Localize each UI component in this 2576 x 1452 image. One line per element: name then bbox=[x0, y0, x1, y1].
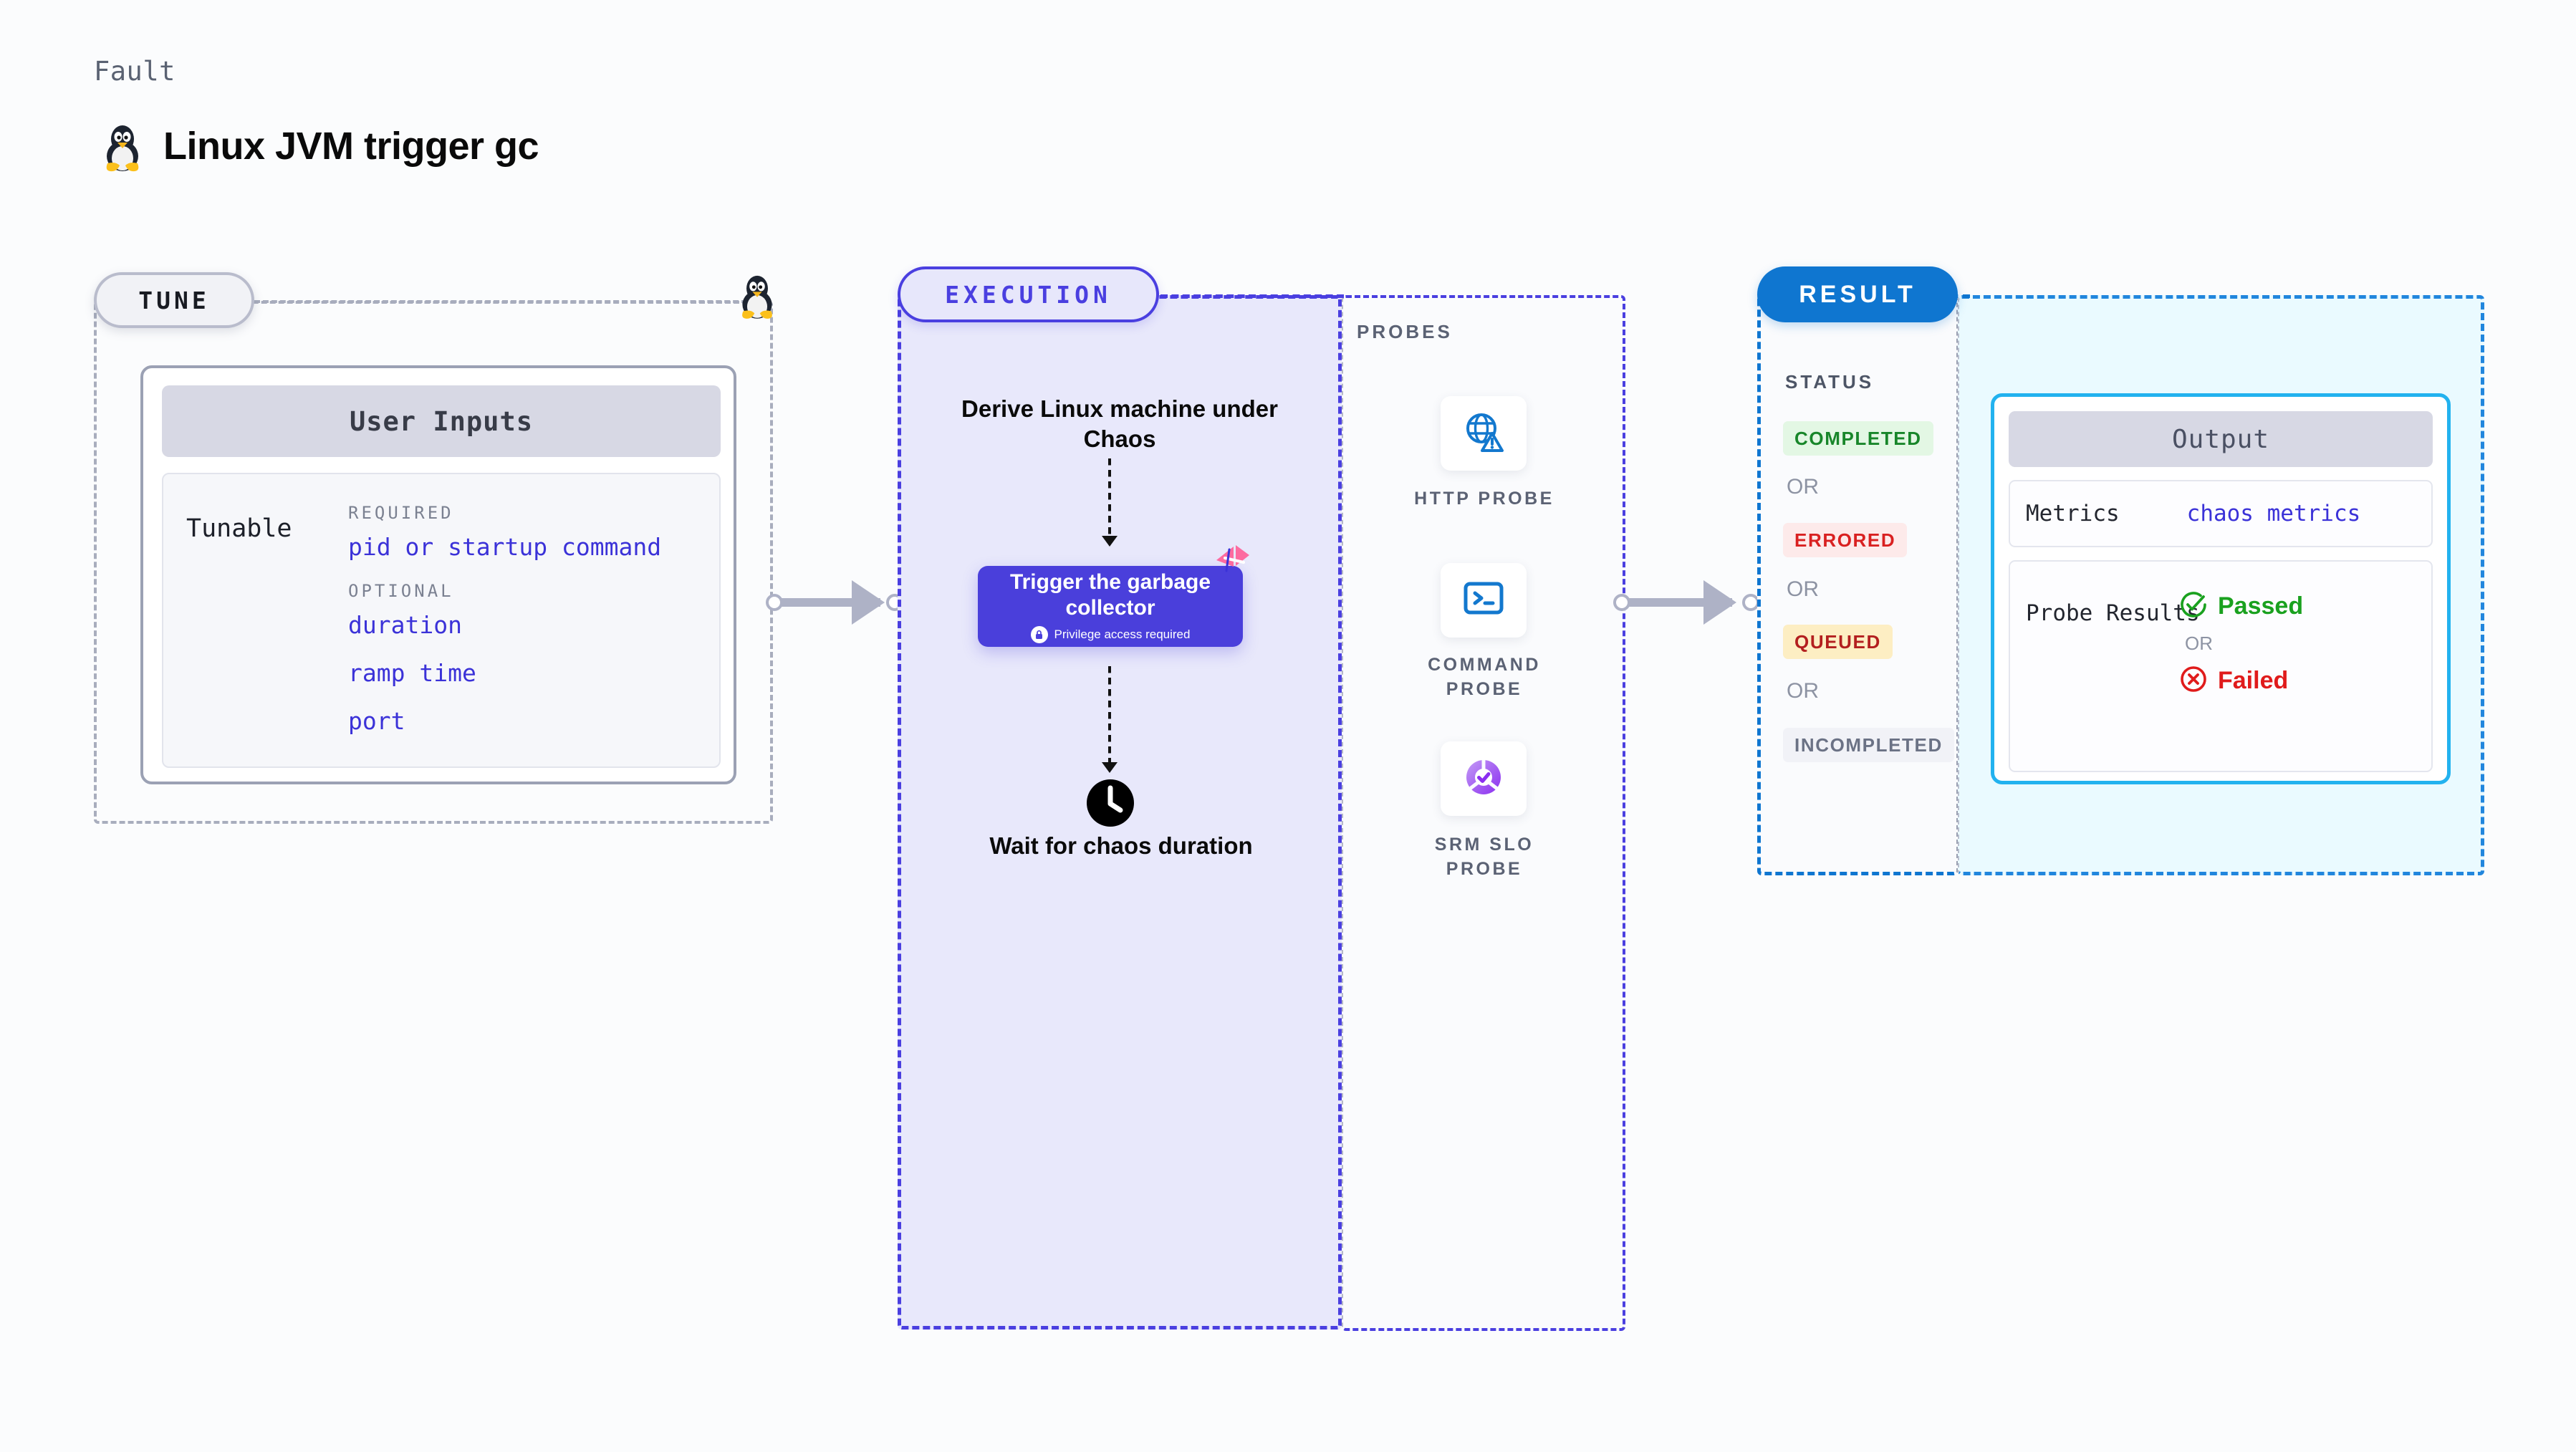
probe-card-http[interactable] bbox=[1441, 396, 1527, 471]
result-panel bbox=[1757, 295, 1958, 875]
metrics-value[interactable]: chaos metrics bbox=[2186, 501, 2361, 527]
status-badge-queued: QUEUED bbox=[1783, 625, 1893, 659]
connector-tune-to-execution bbox=[766, 580, 906, 625]
status-badge-incompleted: INCOMPLETED bbox=[1783, 728, 1954, 762]
probe-card-srm-slo[interactable] bbox=[1441, 741, 1527, 816]
execution-action-card[interactable]: Trigger the garbage collector Privilege … bbox=[978, 566, 1243, 647]
probe-results-label: Probe Results bbox=[2026, 600, 2200, 626]
globe-warning-icon bbox=[1461, 409, 1506, 458]
arrow-derive-to-action bbox=[1108, 458, 1111, 539]
tunable-label: Tunable bbox=[186, 514, 292, 543]
probe-result-failed: Failed bbox=[2179, 665, 2303, 697]
output-header: Output bbox=[2009, 411, 2433, 467]
status-or-2: OR bbox=[1787, 577, 1819, 601]
tune-node-tux-penguin-icon bbox=[736, 271, 778, 323]
chaos-ribbon-icon bbox=[1212, 542, 1252, 586]
field-port[interactable]: port bbox=[348, 707, 405, 735]
required-group-label: REQUIRED bbox=[348, 503, 454, 523]
probe-results-values: Passed OR Failed bbox=[2179, 590, 2303, 697]
probe-result-or: OR bbox=[2185, 633, 2213, 654]
user-inputs-header: User Inputs bbox=[162, 385, 721, 457]
user-inputs-card: User Inputs Tunable REQUIRED pid or star… bbox=[140, 365, 736, 784]
tux-penguin-icon bbox=[100, 120, 145, 172]
tunable-box: Tunable REQUIRED pid or startup command … bbox=[162, 473, 721, 768]
execution-connector-line bbox=[1160, 294, 1344, 298]
metrics-row: Metrics chaos metrics bbox=[2009, 480, 2433, 547]
tunable-fields: REQUIRED pid or startup command OPTIONAL… bbox=[348, 503, 661, 755]
lock-icon bbox=[1030, 625, 1048, 643]
page-title-row: Linux JVM trigger gc bbox=[100, 120, 539, 172]
field-ramp-time[interactable]: ramp time bbox=[348, 659, 476, 687]
x-circle-icon bbox=[2179, 665, 2208, 697]
probe-result-passed: Passed bbox=[2179, 590, 2303, 622]
probe-result-failed-label: Failed bbox=[2218, 667, 2289, 694]
probe-label-http: HTTP PROBE bbox=[1414, 489, 1554, 509]
status-or-3: OR bbox=[1787, 679, 1819, 703]
status-badge-completed: COMPLETED bbox=[1783, 421, 1933, 456]
connector-execution-to-result bbox=[1613, 580, 1771, 625]
execution-action-title: Trigger the garbage collector bbox=[1009, 570, 1211, 620]
probe-label-srm-slo: SRM SLO PROBE bbox=[1434, 835, 1534, 879]
field-pid-or-startup-command[interactable]: pid or startup command bbox=[348, 533, 662, 561]
privilege-note-text: Privilege access required bbox=[1054, 627, 1191, 641]
probe-label-command: COMMAND PROBE bbox=[1428, 655, 1541, 699]
probes-title: PROBES bbox=[1357, 321, 1453, 342]
status-title: STATUS bbox=[1785, 371, 1875, 393]
probe-card-command[interactable] bbox=[1441, 563, 1527, 638]
output-card: Output Metrics chaos metrics Probe Resul… bbox=[1991, 393, 2451, 784]
privilege-note: Privilege access required bbox=[1030, 625, 1191, 643]
execution-step-derive: Derive Linux machine under Chaos bbox=[961, 395, 1278, 453]
tune-badge[interactable]: TUNE bbox=[94, 272, 254, 328]
status-or-1: OR bbox=[1787, 475, 1819, 499]
slo-check-icon bbox=[1461, 754, 1506, 804]
probe-results-row: Probe Results Passed OR bbox=[2009, 560, 2433, 772]
page-title: Linux JVM trigger gc bbox=[163, 125, 539, 168]
status-badge-errored: ERRORED bbox=[1783, 523, 1908, 557]
terminal-icon bbox=[1461, 580, 1506, 622]
arrow-head-derive bbox=[1102, 536, 1118, 547]
page-kicker: Fault bbox=[94, 56, 176, 87]
metrics-label: Metrics bbox=[2026, 501, 2120, 527]
arrow-head-wait bbox=[1102, 762, 1118, 773]
tune-connector-line bbox=[254, 300, 756, 303]
execution-step-wait: Wait for chaos duration bbox=[989, 832, 1253, 859]
check-circle-icon bbox=[2179, 590, 2208, 622]
field-duration[interactable]: duration bbox=[348, 611, 462, 639]
result-badge[interactable]: RESULT bbox=[1757, 266, 1958, 322]
optional-group-label: OPTIONAL bbox=[348, 581, 454, 601]
clock-icon bbox=[1085, 778, 1135, 832]
probe-result-passed-label: Passed bbox=[2218, 592, 2304, 620]
arrow-action-to-wait bbox=[1108, 666, 1111, 766]
execution-badge[interactable]: EXECUTION bbox=[898, 266, 1159, 322]
